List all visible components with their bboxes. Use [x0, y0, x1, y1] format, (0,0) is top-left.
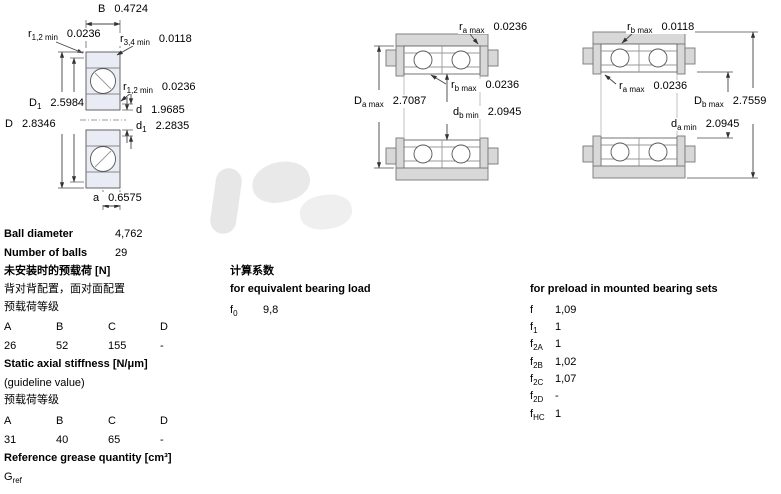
equivalent-load-heading: for equivalent bearing load — [230, 283, 371, 295]
grease-heading: Reference grease quantity [cm³] — [4, 452, 172, 464]
stiffness-heading: Static axial stiffness [N/μm] — [4, 358, 148, 370]
stiffness-note: (guideline value) — [4, 377, 85, 389]
calc-heading: 计算系数 — [230, 265, 274, 277]
preload-factors-heading: for preload in mounted bearing sets — [530, 283, 718, 295]
mounting-diagram-right — [582, 31, 758, 179]
preload-heading: 未安装时的预载荷 [N] — [4, 265, 111, 277]
grease-symbol: Gref — [4, 471, 22, 486]
number-of-balls-value: 29 — [115, 247, 128, 259]
stiffness-class-label: 预载荷等级 — [4, 394, 59, 406]
mounting-diagram-middle — [374, 33, 499, 181]
preload-class-label: 预载荷等级 — [4, 301, 59, 313]
factor-row-f2D: f2D- — [530, 390, 559, 405]
preload-subheading: 背对背配置，面对面配置 — [4, 283, 125, 295]
bearing-cross-section — [55, 20, 134, 210]
ball-diameter-value: 4,762 — [115, 228, 143, 240]
